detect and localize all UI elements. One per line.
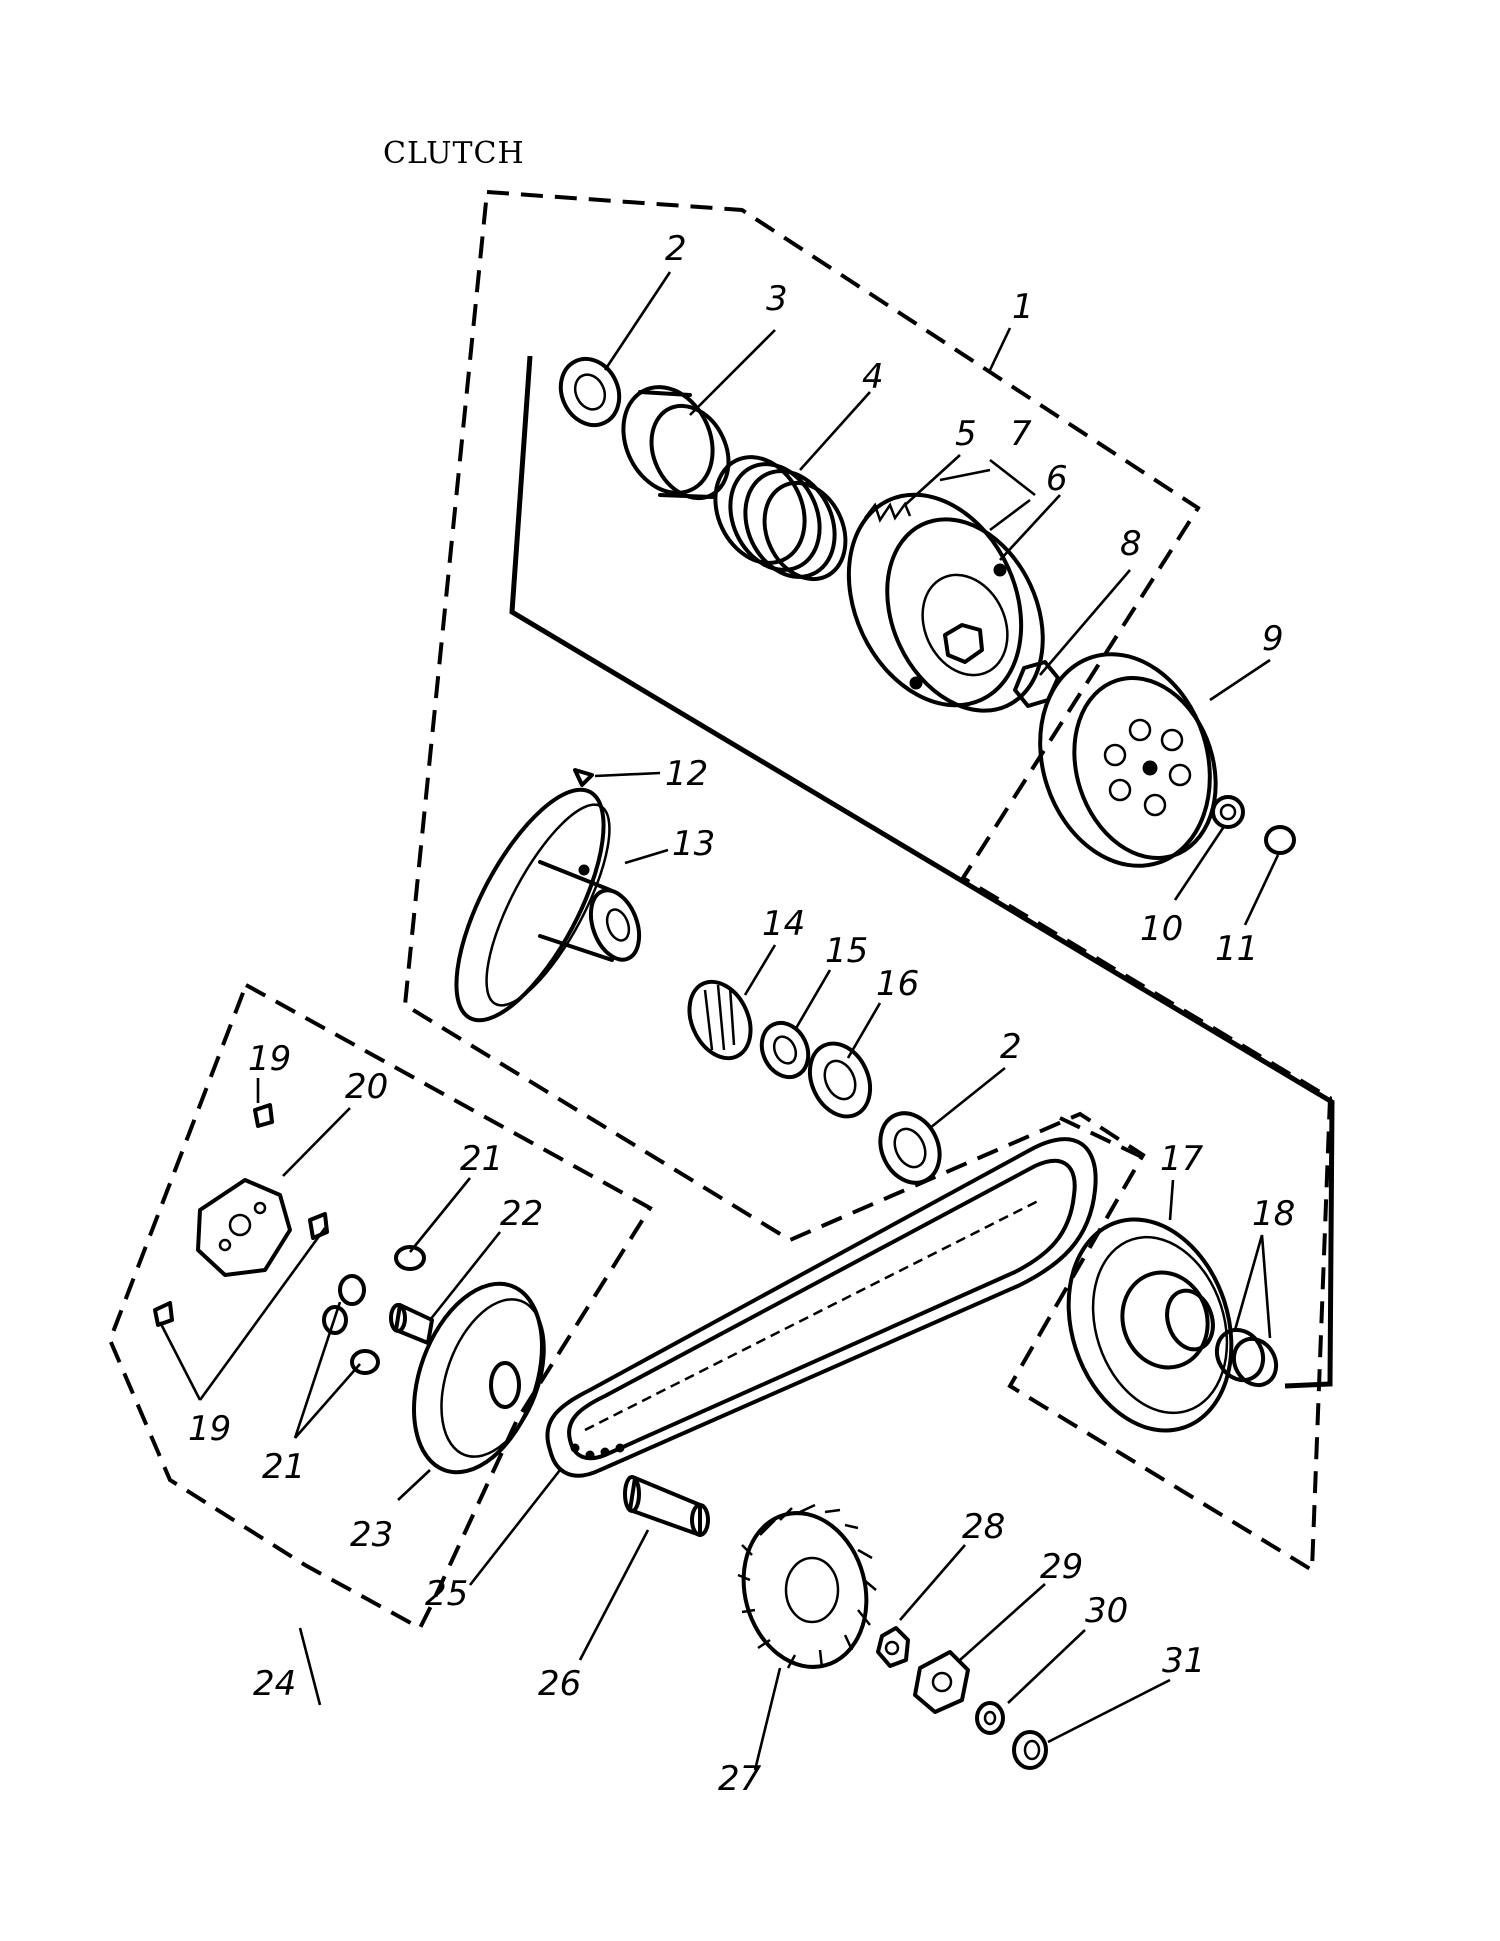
callout-20: 20	[345, 1067, 388, 1107]
callout-11: 11	[1215, 929, 1258, 969]
callout-29: 29	[1040, 1547, 1083, 1587]
callout-1: 1	[1012, 287, 1034, 327]
callout-26: 26	[538, 1664, 581, 1704]
part-19-slide-piece-a	[253, 1103, 274, 1128]
callout-30: 30	[1085, 1591, 1128, 1631]
callout-6: 6	[1046, 459, 1068, 499]
callout-27: 27	[718, 1759, 762, 1799]
callout-21-bottom: 21	[262, 1447, 305, 1487]
callout-28: 28	[962, 1507, 1005, 1547]
callout-14: 14	[762, 904, 805, 944]
part-13-drive-face	[454, 787, 642, 1023]
part-23-movable-drive-face	[412, 1281, 546, 1475]
group-24-outline	[107, 982, 653, 1631]
callout-21-top: 21	[460, 1139, 503, 1179]
callout-16: 16	[876, 964, 919, 1004]
callout-19-top: 19	[248, 1039, 291, 1079]
belt-outline	[1059, 1116, 1145, 1160]
group-1-inner-outline	[509, 355, 1335, 1389]
callout-3: 3	[766, 279, 788, 319]
part-4-spring	[713, 455, 848, 582]
part-18-o-rings	[1214, 1327, 1279, 1388]
callout-25: 25	[425, 1574, 468, 1614]
part-21-weight-roller-c	[322, 1305, 348, 1335]
part-21-weight-roller-d	[350, 1349, 380, 1375]
part-21-weight-roller-a	[394, 1245, 426, 1271]
diagram-title: CLUTCH	[383, 136, 525, 171]
part-19-slide-piece-b	[308, 1212, 329, 1240]
callout-18: 18	[1252, 1194, 1295, 1234]
part-12-key	[573, 768, 594, 787]
part-6-clutch-shoe-assembly	[846, 492, 1045, 713]
part-31-nut	[1012, 1730, 1048, 1770]
part-9-clutch-housing	[1038, 652, 1218, 868]
part-20-ramp-plate	[196, 1178, 292, 1277]
callout-24: 24	[253, 1664, 296, 1704]
callout-labels: 1 2 3 4 5 6 7 8 9 10 11 12 13 14 15 16 2…	[188, 229, 1295, 1799]
callout-4: 4	[862, 357, 884, 397]
callout-8: 8	[1120, 524, 1142, 564]
callout-15: 15	[825, 931, 868, 971]
part-2-oil-seal-lower	[878, 1111, 942, 1185]
callout-23: 23	[350, 1515, 393, 1555]
callout-12: 12	[665, 754, 708, 794]
part-3-collar	[621, 385, 731, 501]
part-29-plate	[913, 1650, 970, 1714]
callout-10: 10	[1140, 909, 1183, 949]
callout-31: 31	[1162, 1641, 1205, 1681]
part-28-starter-ratchet	[876, 1626, 910, 1668]
part-2-oil-seal-top	[558, 356, 622, 428]
callout-7: 7	[1010, 414, 1032, 454]
leader-lines	[158, 271, 1280, 1771]
callout-2-top: 2	[665, 229, 687, 269]
callout-2-lower: 2	[1000, 1027, 1022, 1067]
callout-22: 22	[500, 1194, 543, 1234]
callout-17: 17	[1160, 1139, 1204, 1179]
part-30-washer	[975, 1701, 1005, 1735]
group-1-outline	[402, 189, 1333, 1574]
callout-9: 9	[1262, 619, 1284, 659]
part-14-needle-bearing	[687, 979, 753, 1061]
part-27-fan-drive-face	[737, 1503, 877, 1669]
part-25-v-belt	[545, 1137, 1098, 1478]
part-10-nut	[1211, 795, 1245, 829]
part-21-weight-roller-b	[338, 1274, 366, 1306]
part-16-bearing	[807, 1041, 873, 1119]
part-22-collar	[389, 1303, 434, 1345]
callout-5: 5	[955, 414, 977, 454]
callout-13: 13	[672, 824, 715, 864]
part-11-washer	[1264, 825, 1296, 855]
part-26-drive-shaft	[623, 1475, 710, 1537]
part-19-slide-piece-c	[153, 1301, 174, 1327]
part-15-circlip	[759, 1020, 811, 1080]
callout-19-bottom: 19	[188, 1409, 231, 1449]
part-17-driven-pulley	[1066, 1217, 1234, 1433]
